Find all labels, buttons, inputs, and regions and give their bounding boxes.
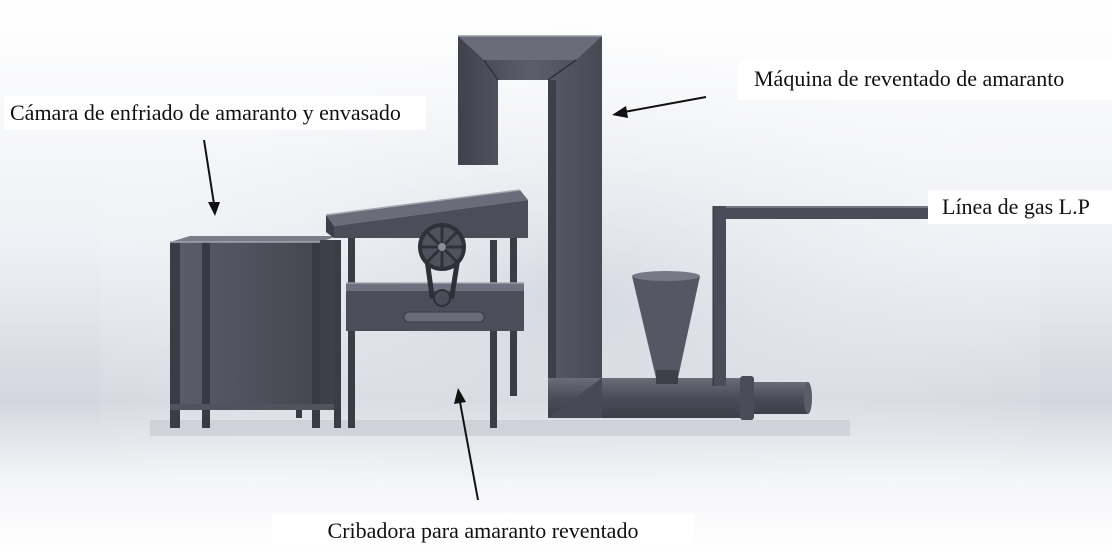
arrow-icon <box>612 96 707 118</box>
gas-line <box>712 206 931 386</box>
label-linea-gas: Línea de gas L.P <box>928 190 1112 224</box>
fan-wheel-icon <box>418 223 466 271</box>
sieve-machine <box>325 189 528 428</box>
cooling-chamber <box>170 236 338 428</box>
arrow-icon <box>454 388 479 501</box>
label-cribadora: Cribadora para amaranto reventado <box>272 514 694 548</box>
label-maquina-reventado: Máquina de reventado de amaranto <box>738 60 1112 100</box>
popping-machine <box>458 35 812 420</box>
arrow-icon <box>203 139 220 216</box>
floor-shadow <box>150 420 850 436</box>
label-camara-enfriado: Cámara de enfriado de amaranto y envasad… <box>4 96 426 130</box>
